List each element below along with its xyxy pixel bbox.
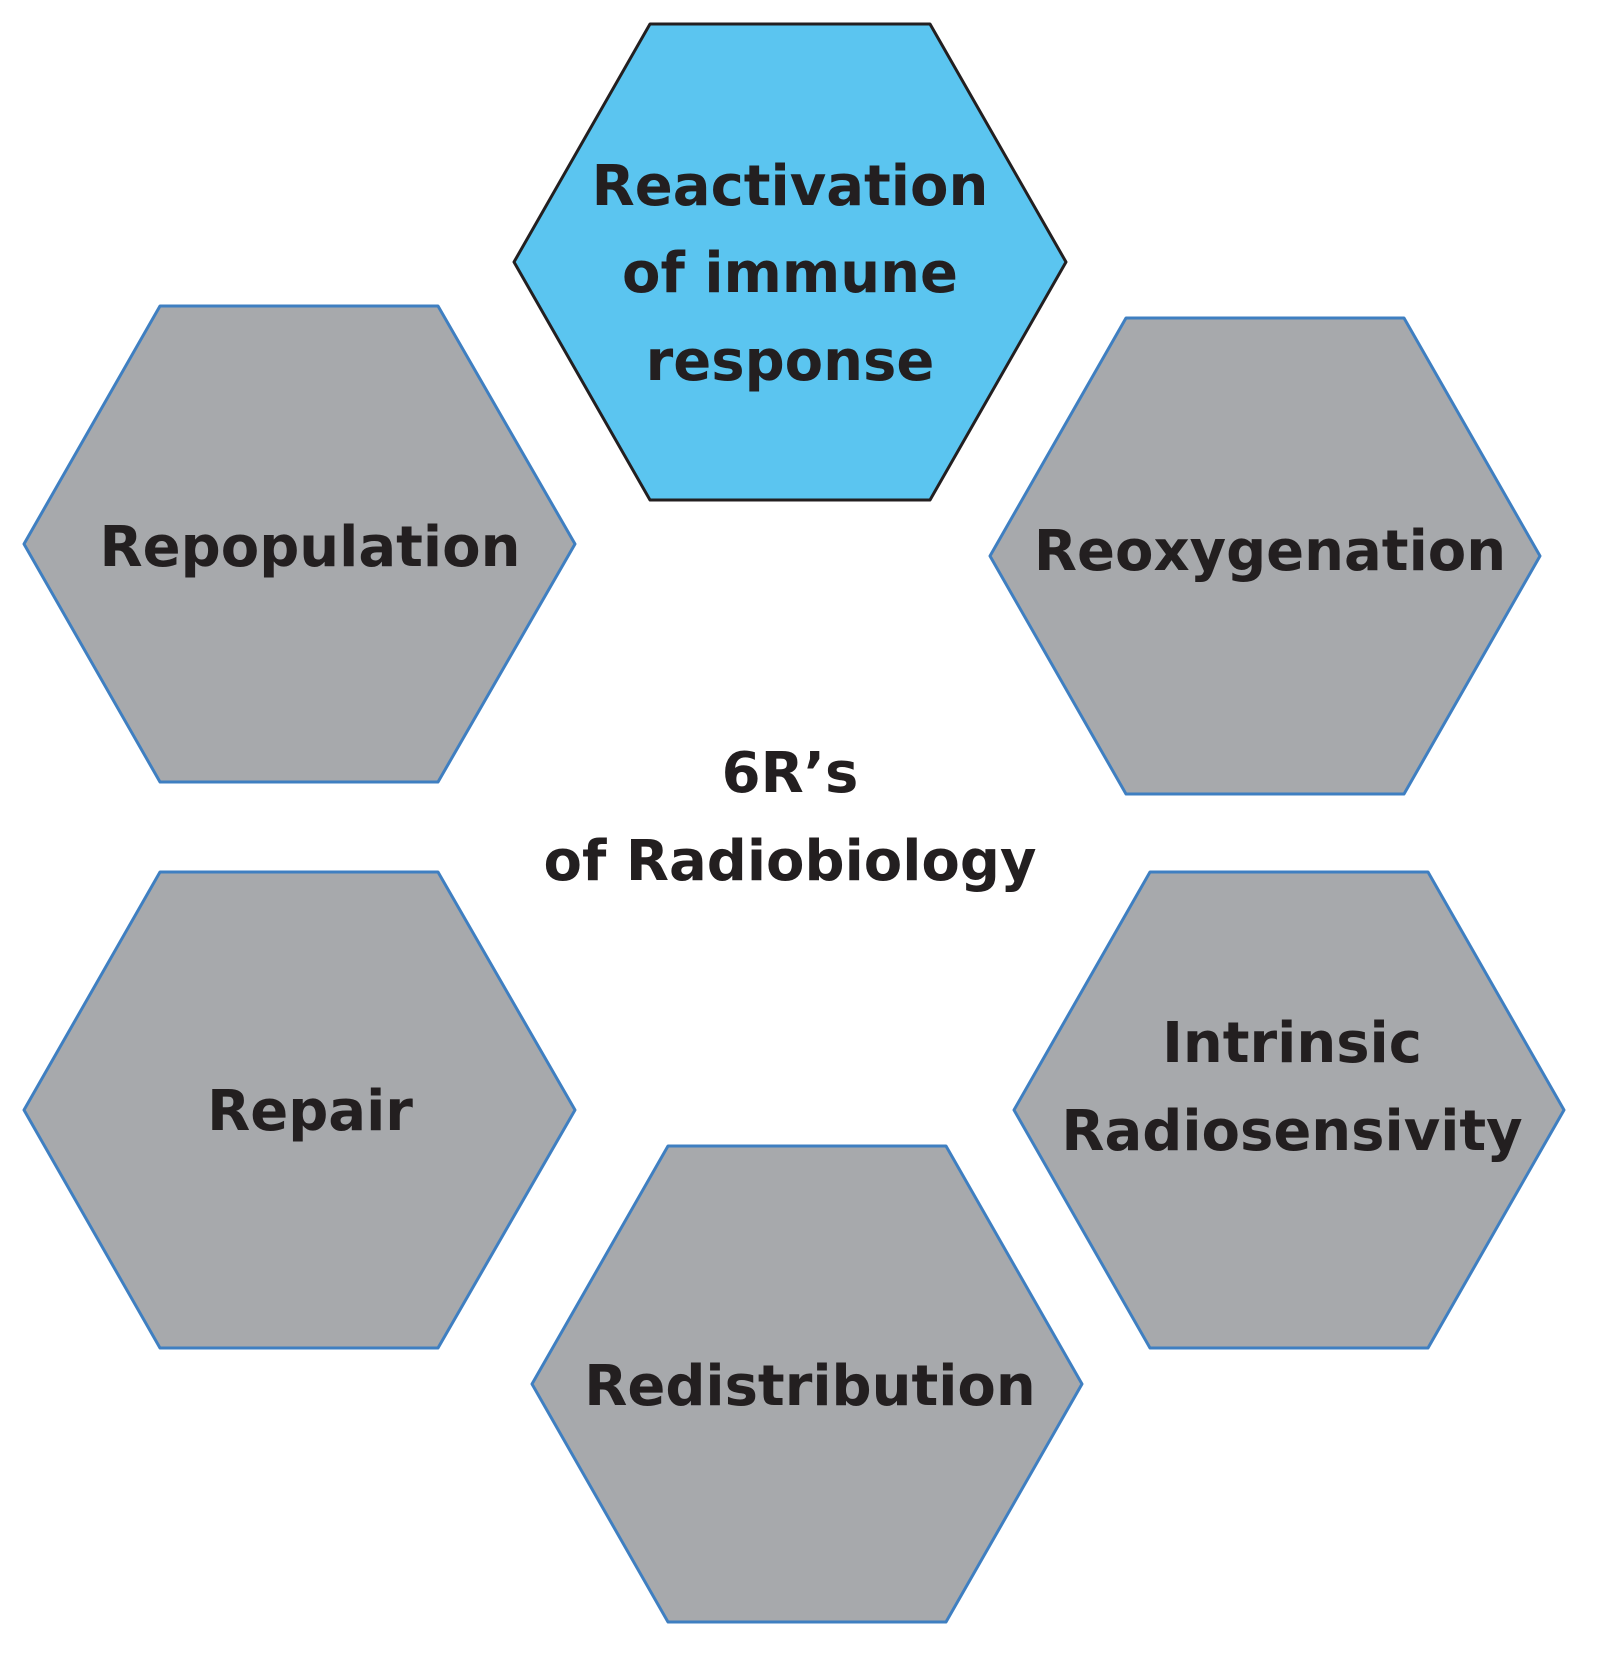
hexagon-shape-repair xyxy=(22,870,577,1350)
hexagon-reoxygenation: Reoxygenation xyxy=(988,316,1542,796)
hexagon-label-repopulation-line-1: Repopulation xyxy=(100,515,521,580)
hexagon-shape-reactivation xyxy=(512,22,1068,502)
hexagon-label-redistribution-line-1: Redistribution xyxy=(584,1354,1036,1419)
hexagon-label-intrinsic-radiosensivity-line-2: Radiosensivity xyxy=(1061,1099,1522,1164)
hexagon-shape-reoxygenation xyxy=(988,316,1542,796)
center-title-line-1: 6R’s xyxy=(722,741,859,806)
hexagon-label-reactivation-line-2: of immune xyxy=(622,241,958,306)
hexagon-label-repair-line-1: Repair xyxy=(207,1079,413,1144)
hexagon-repopulation: Repopulation xyxy=(22,304,577,784)
hexagon-shape-redistribution xyxy=(530,1144,1084,1624)
hexagon-layer: Reactivation of immune responseRepopulatio… xyxy=(22,22,1566,1624)
hexagon-label-reactivation-line-3: response xyxy=(646,329,935,394)
hexagon-label-reoxygenation-line-1: Reoxygenation xyxy=(1034,519,1506,584)
center-title-line-2: of Radiobiology xyxy=(543,829,1036,894)
hexagon-label-intrinsic-radiosensivity-line-1: Intrinsic xyxy=(1162,1011,1422,1076)
hexagon-shape-repopulation xyxy=(22,304,577,784)
hexagon-label-reactivation-line-1: Reactivation xyxy=(592,154,989,219)
hexagon-redistribution: Redistribution xyxy=(530,1144,1084,1624)
hexagon-shape-intrinsic-radiosensivity xyxy=(1012,870,1566,1350)
hexagon-reactivation: Reactivation of immune response xyxy=(512,22,1068,502)
hexagon-repair: Repair xyxy=(22,870,577,1350)
